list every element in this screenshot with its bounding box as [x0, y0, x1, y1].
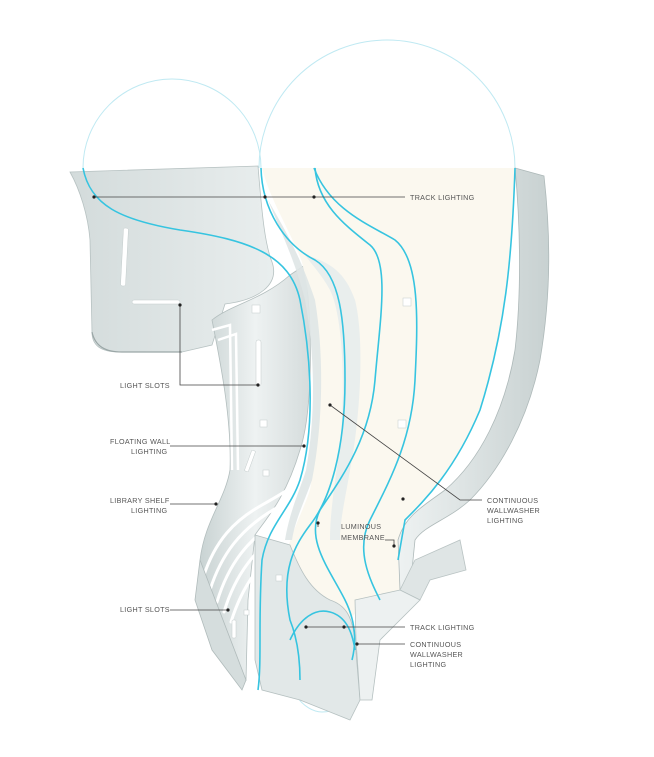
label-library-shelf-line2: LIGHTING: [131, 506, 167, 515]
label-light-slots-lower: LIGHT SLOTS: [120, 605, 170, 614]
label-wallwasher-upper-line3: LIGHTING: [487, 516, 523, 525]
large-dome-outline: [258, 39, 516, 169]
light-slot-marks: [120, 227, 412, 639]
label-track-lighting-bottom: TRACK LIGHTING: [410, 623, 475, 632]
leader-lines: [94, 196, 482, 645]
label-floating-wall-line1: FLOATING WALL: [110, 437, 171, 446]
lower-membrane-line: [289, 610, 356, 651]
label-wallwasher-upper-line2: WALLWASHER: [487, 506, 540, 515]
leader-dots: [92, 195, 405, 646]
label-track-lighting-top: TRACK LIGHTING: [410, 193, 475, 202]
label-luminous-line1: LUMINOUS: [341, 522, 381, 531]
track-line-left: [82, 167, 311, 691]
outer-shell-line: [397, 167, 516, 561]
right-outer-shell: [397, 167, 550, 601]
label-floating-wall-line2: LIGHTING: [131, 447, 167, 456]
label-luminous-line2: MEMBRANE: [341, 533, 385, 542]
left-dome-outline: [82, 78, 262, 169]
annotation-labels: TRACK LIGHTING LIGHT SLOTS FLOATING WALL…: [110, 193, 540, 669]
upper-shelf-stack: [211, 323, 240, 471]
track-line-mid: [260, 167, 346, 681]
wallwasher-line-right: [313, 167, 418, 601]
label-wallwasher-lower-line3: LIGHTING: [410, 660, 446, 669]
left-upper-wall: [69, 165, 274, 353]
label-library-shelf-line1: LIBRARY SHELF: [110, 496, 170, 505]
label-wallwasher-lower-line1: CONTINUOUS: [410, 640, 461, 649]
label-light-slots-upper: LIGHT SLOTS: [120, 381, 170, 390]
label-wallwasher-upper-line1: CONTINUOUS: [487, 496, 538, 505]
label-wallwasher-lower-line2: WALLWASHER: [410, 650, 463, 659]
